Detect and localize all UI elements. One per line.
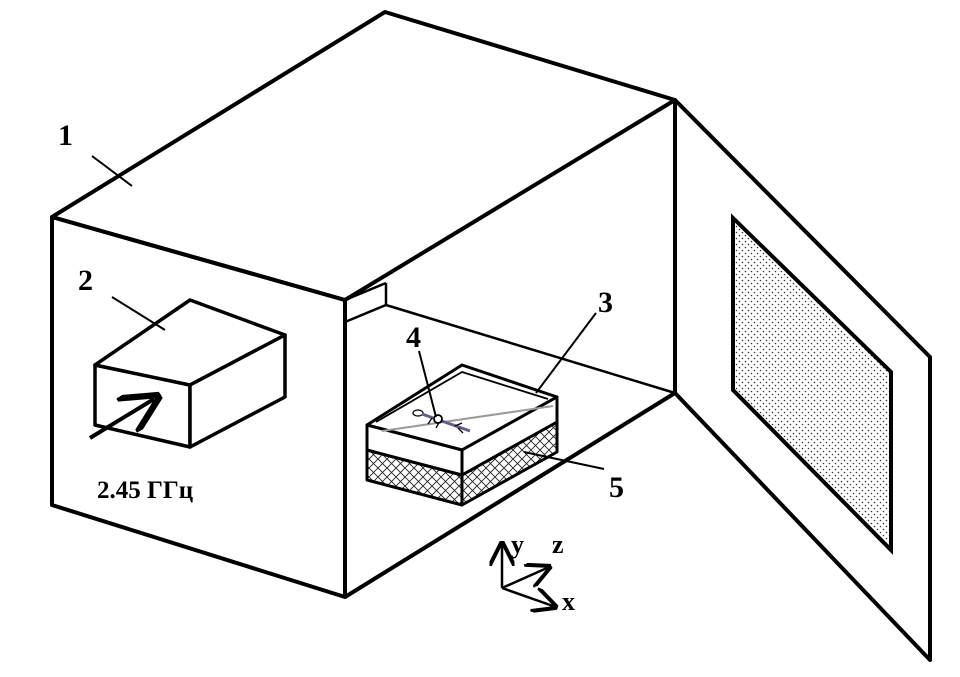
leader-line-2 xyxy=(111,296,166,331)
interior-edges xyxy=(344,281,676,395)
interior-ceiling-edge xyxy=(344,281,387,302)
leader-line-5 xyxy=(523,451,605,470)
axis-x-label: x xyxy=(562,587,575,616)
specimen-limbs xyxy=(427,417,464,434)
container-inner-rim xyxy=(375,371,549,423)
frequency-label: 2.45 ГГц xyxy=(97,477,193,504)
leader-line-3 xyxy=(535,312,597,394)
interior-back-floor-edge xyxy=(385,303,676,395)
coordinate-axes xyxy=(502,546,553,606)
interior-floor-edge xyxy=(344,303,387,324)
label-5: 5 xyxy=(609,471,624,504)
label-3: 3 xyxy=(598,286,613,319)
open-door xyxy=(673,98,932,662)
axis-x-line xyxy=(501,586,553,606)
label-4: 4 xyxy=(406,321,421,354)
chamber-body xyxy=(50,10,677,599)
container-side-wall xyxy=(460,395,559,477)
chamber-top-face xyxy=(50,10,677,302)
specimen-body xyxy=(421,412,471,433)
label-2: 2 xyxy=(78,264,93,297)
microwave-input-arrow xyxy=(88,399,154,440)
waveguide-side xyxy=(188,333,287,449)
container-liquid-line xyxy=(381,405,554,432)
door-window-mesh xyxy=(731,213,893,555)
chamber-bottom-right-edge xyxy=(343,391,677,599)
sample-container xyxy=(365,363,559,507)
axis-z-label: z xyxy=(552,530,564,559)
axis-y-label: y xyxy=(511,530,524,559)
specimen-head xyxy=(412,409,424,417)
axis-z-line xyxy=(501,568,547,590)
leader-line-1 xyxy=(91,155,133,187)
label-1: 1 xyxy=(58,119,73,152)
leader-lines xyxy=(91,155,605,470)
waveguide xyxy=(93,298,287,449)
leader-line-4 xyxy=(418,350,437,418)
specimen xyxy=(412,409,471,434)
